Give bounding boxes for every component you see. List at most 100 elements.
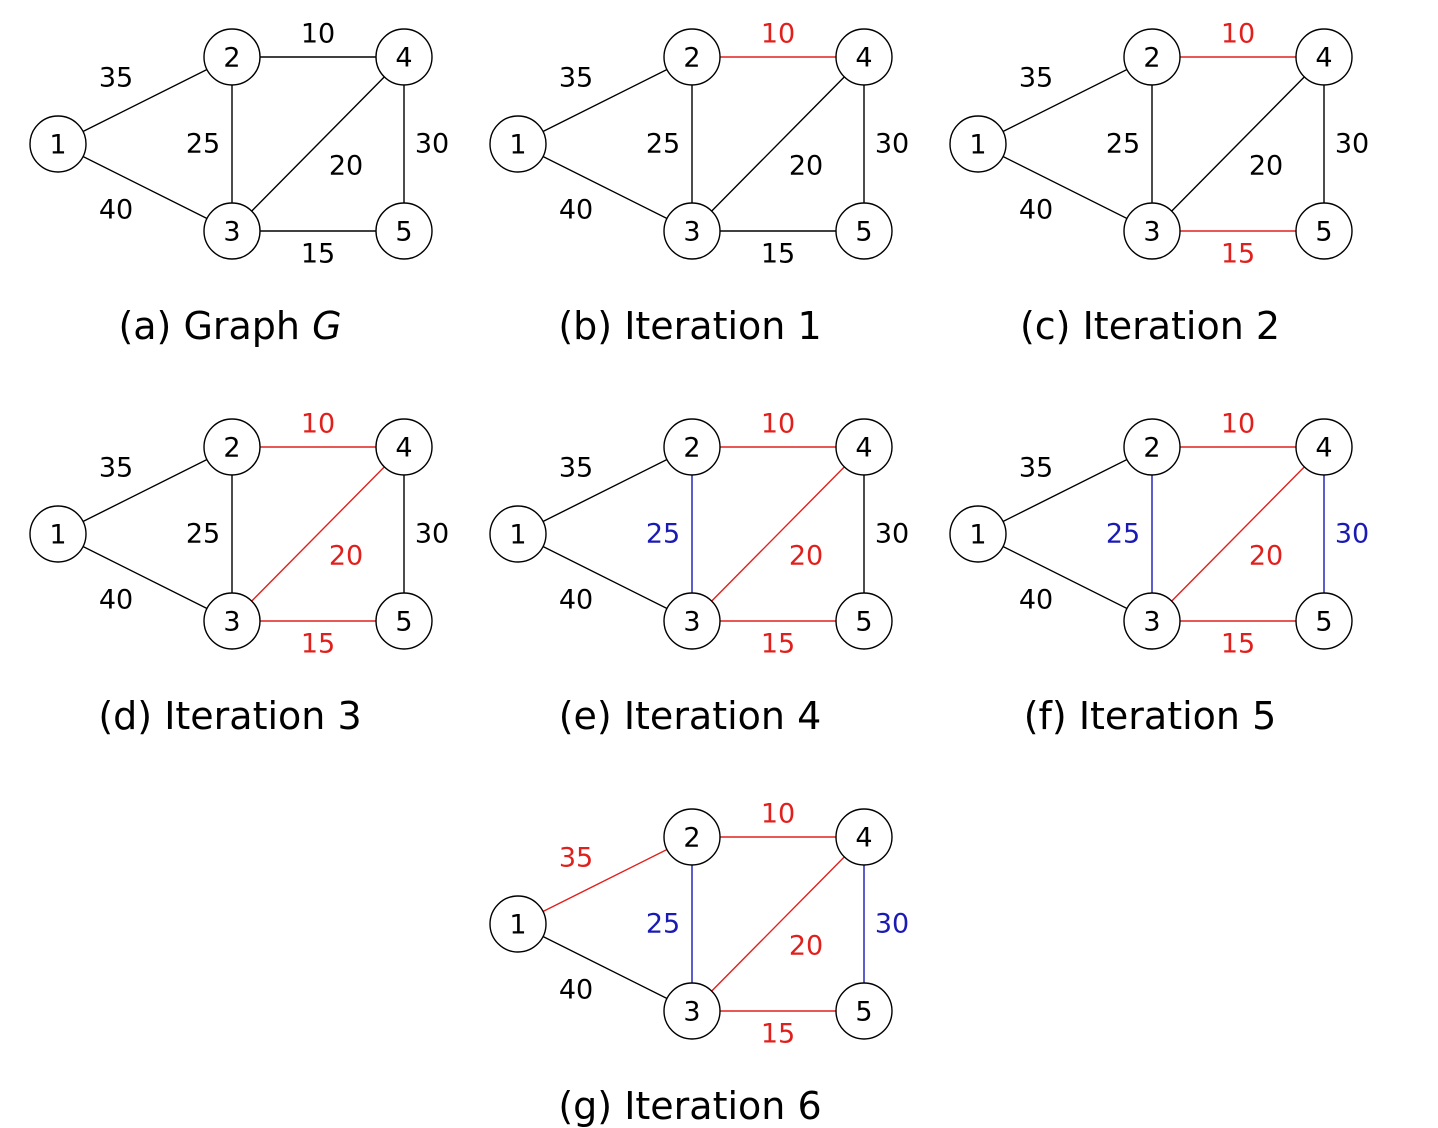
- node-label: 2: [1143, 43, 1160, 74]
- edge-weight-label: 25: [186, 519, 220, 550]
- node-label: 3: [683, 607, 700, 638]
- caption-text: (d) Iteration 3: [98, 694, 361, 738]
- node-label: 4: [855, 823, 872, 854]
- node-circle: [949, 505, 1007, 563]
- node-circle: [375, 418, 433, 476]
- node-label: 3: [683, 997, 700, 1028]
- node-1: 1: [489, 895, 547, 953]
- node-3: 3: [663, 592, 721, 650]
- edge-weight-label: 30: [875, 129, 909, 160]
- node-circle: [375, 202, 433, 260]
- node-circle: [1295, 418, 1353, 476]
- edge-1-2: [517, 56, 693, 145]
- edge-1-2: [517, 446, 693, 535]
- node-4: 4: [835, 808, 893, 866]
- node-circle: [1123, 418, 1181, 476]
- node-5: 5: [1295, 592, 1353, 650]
- node-circle: [1123, 592, 1181, 650]
- node-label: 2: [683, 823, 700, 854]
- panel-caption: (g) Iteration 6: [558, 1084, 821, 1128]
- node-circle: [835, 202, 893, 260]
- panel-caption: (c) Iteration 2: [1020, 304, 1280, 348]
- node-label: 3: [1143, 217, 1160, 248]
- node-circle: [489, 895, 547, 953]
- edge-1-3: [57, 533, 233, 622]
- edge-weight-label: 10: [301, 409, 335, 440]
- edge-1-3: [517, 143, 693, 232]
- edge-weight-label: 15: [301, 239, 335, 270]
- edge-weight-label: 10: [761, 19, 795, 50]
- edge-weight-label: 30: [415, 129, 449, 160]
- edge-weight-label: 25: [1106, 519, 1140, 550]
- node-2: 2: [203, 28, 261, 86]
- node-1: 1: [949, 505, 1007, 563]
- node-5: 5: [375, 592, 433, 650]
- node-5: 5: [1295, 202, 1353, 260]
- edge-weight-label: 30: [875, 909, 909, 940]
- edge-weight-label: 35: [99, 453, 133, 484]
- node-label: 5: [855, 997, 872, 1028]
- edge-1-3: [517, 533, 693, 622]
- node-label: 5: [395, 217, 412, 248]
- node-label: 5: [855, 217, 872, 248]
- edge-1-2: [977, 446, 1153, 535]
- node-3: 3: [663, 982, 721, 1040]
- edge-weight-label: 40: [559, 975, 593, 1006]
- node-1: 1: [489, 115, 547, 173]
- node-4: 4: [375, 418, 433, 476]
- edge-weight-label: 30: [875, 519, 909, 550]
- node-4: 4: [1295, 418, 1353, 476]
- node-4: 4: [835, 28, 893, 86]
- edge-1-3: [517, 923, 693, 1012]
- node-5: 5: [835, 982, 893, 1040]
- node-3: 3: [663, 202, 721, 260]
- node-circle: [1123, 202, 1181, 260]
- node-circle: [663, 418, 721, 476]
- edge-3-4: [231, 446, 405, 622]
- node-label: 1: [49, 520, 66, 551]
- node-label: 2: [223, 433, 240, 464]
- node-circle: [663, 592, 721, 650]
- edge-weight-label: 15: [761, 1019, 795, 1050]
- edge-weight-label: 20: [789, 151, 823, 182]
- edge-3-4: [691, 836, 865, 1012]
- node-label: 4: [1315, 433, 1332, 464]
- edge-3-4: [1151, 446, 1325, 622]
- node-circle: [663, 28, 721, 86]
- node-3: 3: [203, 202, 261, 260]
- node-circle: [835, 982, 893, 1040]
- edge-1-3: [57, 143, 233, 232]
- edge-1-2: [977, 56, 1153, 145]
- panel-caption: (b) Iteration 1: [558, 304, 821, 348]
- node-5: 5: [375, 202, 433, 260]
- edge-weight-label: 10: [301, 19, 335, 50]
- edge-weight-label: 25: [186, 129, 220, 160]
- node-2: 2: [1123, 28, 1181, 86]
- node-label: 5: [1315, 217, 1332, 248]
- edge-3-4: [691, 446, 865, 622]
- edge-weight-label: 20: [329, 541, 363, 572]
- node-5: 5: [835, 202, 893, 260]
- edge-1-2: [57, 56, 233, 145]
- node-circle: [1295, 202, 1353, 260]
- node-label: 2: [1143, 433, 1160, 464]
- node-1: 1: [29, 115, 87, 173]
- edge-weight-label: 20: [789, 931, 823, 962]
- edge-weight-label: 15: [301, 629, 335, 660]
- panel-caption: (a) Graph G: [118, 304, 341, 348]
- edge-weight-label: 35: [1019, 63, 1053, 94]
- node-circle: [375, 592, 433, 650]
- node-label: 5: [1315, 607, 1332, 638]
- node-circle: [29, 115, 87, 173]
- edge-weight-label: 40: [99, 195, 133, 226]
- edge-weight-label: 35: [559, 453, 593, 484]
- node-label: 4: [1315, 43, 1332, 74]
- node-3: 3: [1123, 202, 1181, 260]
- edge-weight-label: 30: [1335, 129, 1369, 160]
- edge-3-4: [1151, 56, 1325, 232]
- node-3: 3: [203, 592, 261, 650]
- caption-text: (c) Iteration 2: [1020, 304, 1280, 348]
